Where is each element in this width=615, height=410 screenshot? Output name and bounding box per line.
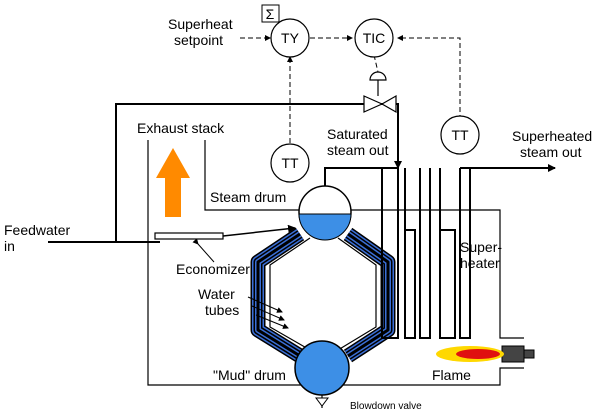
saturated-steam-label-1: Saturated — [327, 126, 388, 142]
superheated-steam-label-1: Superheated — [512, 128, 592, 144]
flame-graphic — [436, 346, 504, 362]
water-tubes-label-2: tubes — [205, 302, 239, 318]
water-tube-leaders — [247, 296, 289, 329]
burner — [501, 345, 535, 363]
tt-right-bubble — [440, 115, 480, 155]
tic-bubble — [354, 18, 394, 58]
economizer-to-drum — [222, 224, 296, 237]
superheater-tubes — [404, 168, 471, 339]
blowdown-valve-label: Blowdown valve — [350, 401, 422, 410]
superheat-setpoint-label-1: Superheat — [168, 16, 233, 32]
tic-label: TIC — [363, 30, 386, 46]
steam-drum — [298, 185, 352, 241]
blowdown-valve — [315, 395, 329, 408]
summer-box — [261, 4, 280, 23]
economizer-leader — [192, 238, 215, 263]
steam-drum-label: Steam drum — [210, 189, 286, 205]
tt-right-label: TT — [451, 127, 469, 143]
ty-bubble — [270, 18, 310, 58]
economizer-coil — [154, 232, 224, 240]
saturated-steam-label-2: steam out — [327, 142, 389, 158]
flame-label: Flame — [432, 367, 471, 383]
superheated-steam-label-2: steam out — [520, 144, 582, 160]
summer-symbol: Σ — [266, 6, 275, 22]
mud-drum-label: "Mud" drum — [213, 367, 286, 383]
tt-left-label: TT — [281, 155, 299, 171]
exhaust-arrow — [156, 148, 190, 217]
superheater-label-1: Super- — [460, 239, 502, 255]
furnace-wall — [147, 140, 524, 386]
saturated-steam-line — [324, 167, 399, 339]
tt-left-bubble — [270, 143, 310, 183]
feedwater-label-1: Feedwater — [4, 222, 70, 238]
mud-drum — [294, 340, 350, 396]
signal-lines — [240, 35, 461, 143]
superheat-setpoint-label-2: setpoint — [174, 32, 223, 48]
feedwater-label-2: in — [4, 238, 15, 254]
attemperator-valve — [363, 71, 397, 114]
bypass-line — [115, 103, 402, 242]
superheater-label-2: heater — [460, 255, 500, 271]
ty-label: TY — [281, 30, 300, 46]
economizer-label: Economizer — [176, 261, 250, 277]
exhaust-stack-label: Exhaust stack — [137, 120, 225, 136]
water-tubes-label-1: Water — [198, 286, 235, 302]
water-tubes — [250, 227, 396, 363]
